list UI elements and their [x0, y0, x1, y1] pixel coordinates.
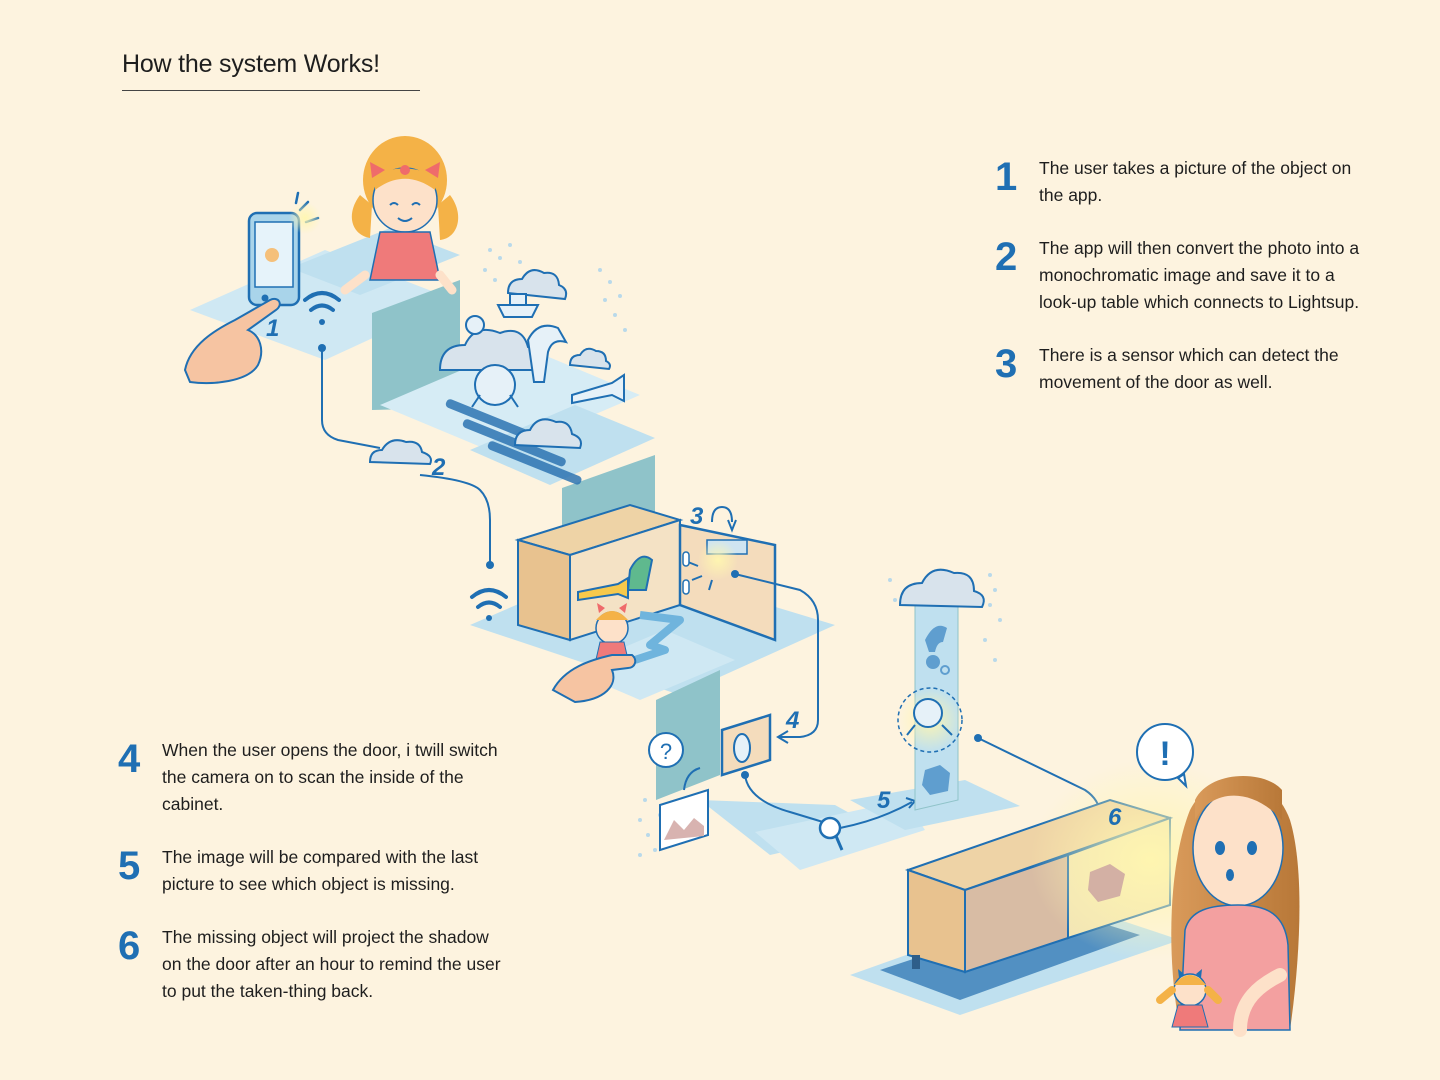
scene-3-cabinet: 3 [470, 503, 835, 704]
steps-left: 4 When the user opens the door, i twill … [118, 737, 518, 1031]
step-number: 4 [118, 737, 141, 781]
connector-3-4 [734, 573, 819, 738]
marker-1: 1 [266, 315, 279, 342]
step-number: 2 [995, 235, 1018, 279]
step-text: The app will then convert the photo into… [1039, 238, 1360, 312]
connector-2-3 [419, 474, 491, 565]
step-text: The image will be compared with the last… [162, 847, 479, 894]
step-text: When the user opens the door, i twill sw… [162, 740, 498, 814]
marker-2: 2 [431, 454, 446, 481]
step-number: 3 [995, 342, 1018, 386]
connector-1-2 [321, 348, 381, 449]
dinosaur-shadow [925, 625, 947, 652]
photo-icon [659, 788, 709, 852]
scene-4-5-compare: ? 4 5 [638, 670, 1020, 870]
doll-toy-icon [471, 364, 519, 408]
take-out-arrow [633, 611, 684, 664]
trumpet-icon [577, 576, 629, 602]
hand-icon [551, 654, 637, 704]
exclamation-mark: ! [1159, 735, 1170, 773]
step-text: The missing object will project the shad… [162, 927, 501, 1001]
exclamation-bubble-icon: ! [1136, 723, 1194, 789]
step-1: 1 The user takes a picture of the object… [995, 155, 1375, 209]
step-text: The user takes a picture of the object o… [1039, 158, 1352, 205]
marker-6: 6 [1108, 804, 1122, 831]
object-shadow [922, 765, 950, 795]
question-mark: ? [660, 739, 672, 764]
ball-shadow [926, 655, 940, 669]
step-number: 6 [118, 924, 141, 968]
marker-4: 4 [785, 707, 799, 734]
cabinet-door [678, 523, 777, 642]
hand-icon [183, 298, 281, 385]
steps-right: 1 The user takes a picture of the object… [995, 155, 1375, 422]
step-2: 2 The app will then convert the photo in… [995, 235, 1375, 316]
step-number: 1 [995, 155, 1018, 199]
phone-icon [247, 191, 321, 307]
step-text: There is a sensor which can detect the m… [1039, 345, 1339, 392]
step-6: 6 The missing object will project the sh… [118, 924, 518, 1005]
step-3: 3 There is a sensor which can detect the… [995, 342, 1375, 396]
dinosaur-icon [526, 324, 569, 383]
missing-item-highlight [897, 687, 963, 753]
projected-shadow [1088, 864, 1125, 902]
page-title: How the system Works! [122, 50, 380, 78]
wifi-icon [470, 588, 508, 621]
trumpet-icon [571, 373, 625, 405]
camera-frame-icon [720, 713, 772, 777]
doll-toy-icon [906, 698, 953, 736]
woman-figure [1171, 776, 1300, 1037]
wifi-icon [303, 291, 341, 325]
marker-3: 3 [690, 503, 704, 530]
step-4: 4 When the user opens the door, i twill … [118, 737, 518, 818]
step-5: 5 The image will be compared with the la… [118, 844, 518, 898]
question-bubble-icon: ? [648, 732, 684, 768]
doll-girl-icon [340, 136, 459, 295]
step-number: 5 [118, 844, 141, 888]
doll-girl-icon [1156, 969, 1222, 1028]
ship-icon [496, 293, 540, 318]
ball-icon [465, 315, 485, 335]
dinosaur-icon [626, 555, 654, 591]
title-underline [122, 90, 420, 91]
marker-5: 5 [877, 787, 891, 814]
lookup-column [888, 568, 1002, 811]
cloud-icon [898, 568, 985, 609]
door-motion-arrow [711, 505, 733, 523]
scene-1-photo: 1 [183, 136, 460, 410]
scene-6-projection: 6 ! [850, 723, 1300, 1037]
